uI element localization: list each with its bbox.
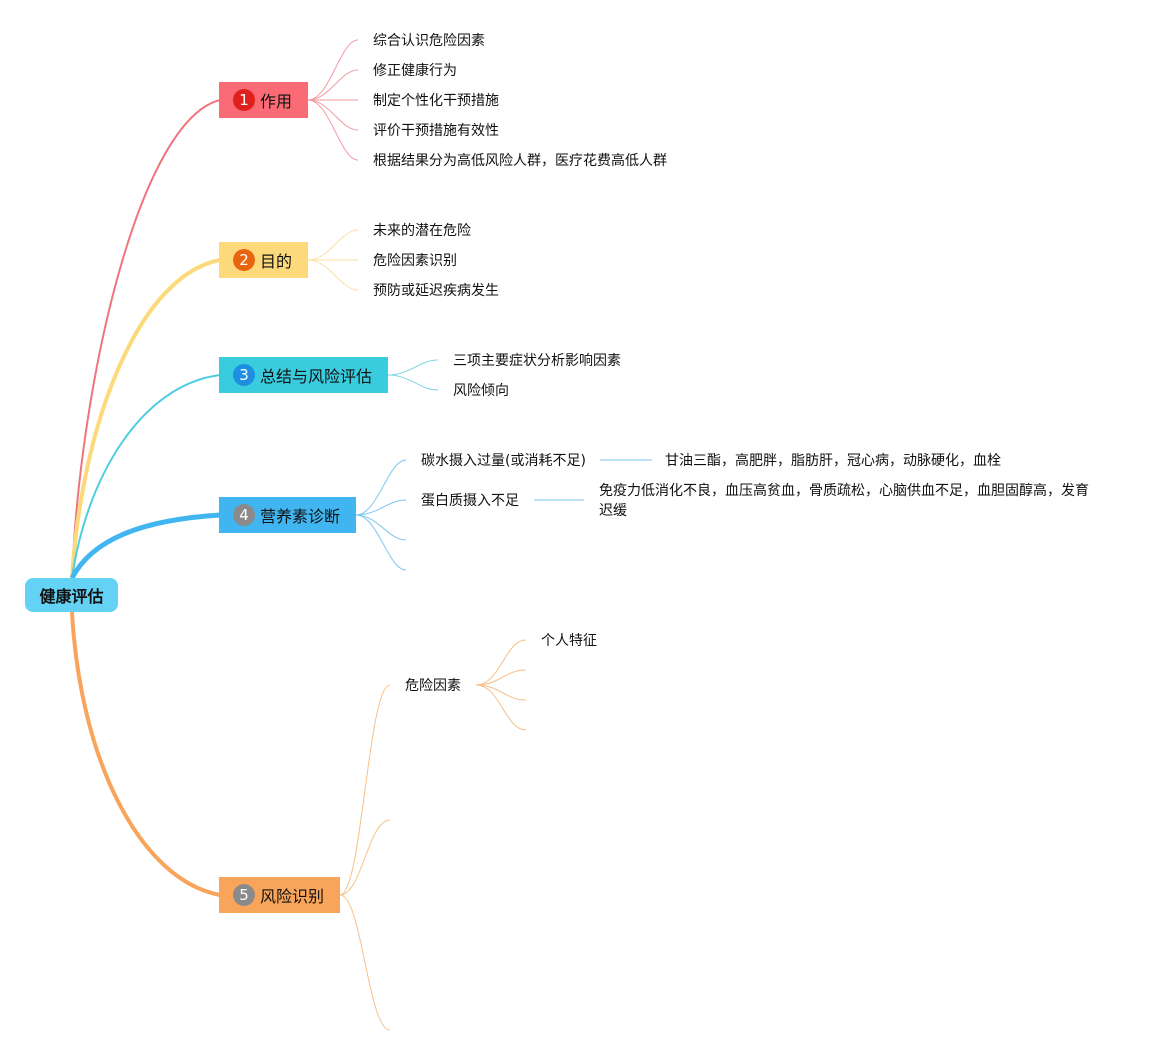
edge-root-to-branch-1 [71, 99, 221, 579]
branch-label-4: 营养素诊断 [260, 507, 341, 526]
number-badge-2: 2 [233, 249, 255, 271]
branch-4-leaf-lines [355, 459, 652, 571]
leaf-1-2[interactable]: 修正健康行为 [373, 63, 457, 79]
leaf-1-3[interactable]: 制定个性化干预措施 [373, 93, 499, 109]
branch-label-3: 总结与风险评估 [260, 367, 373, 386]
edge-root-to-branch-2 [70, 258, 221, 579]
root-node[interactable]: 健康评估 [25, 578, 118, 612]
leaf-5-1-1[interactable]: 个人特征 [541, 633, 597, 649]
branch-5-leaf-lines [339, 639, 527, 1031]
branch-node-2[interactable]: 2 目的 [219, 242, 308, 278]
edge-root-to-branch-3 [71, 374, 221, 579]
branch-label-2: 目的 [260, 252, 293, 271]
branch-node-5[interactable]: 5 风险识别 [219, 877, 340, 913]
leaf-2-2[interactable]: 危险因素识别 [373, 253, 457, 269]
branch-1-leaf-lines [307, 39, 359, 161]
leaf-1-1[interactable]: 综合认识危险因素 [373, 33, 485, 49]
number-badge-4: 4 [233, 504, 255, 526]
edge-root-to-branch-5 [70, 611, 221, 897]
number-badge-5: 5 [233, 884, 255, 906]
branch-node-3[interactable]: 3 总结与风险评估 [219, 357, 388, 393]
branch-2-leaf-lines [307, 229, 359, 291]
branch-3-leaf-lines [387, 359, 439, 391]
leaf-1-4[interactable]: 评价干预措施有效性 [373, 123, 499, 139]
leaf-4-2-detail[interactable]: 免疫力低消化不良，血压高贫血，骨质疏松，心脑供血不足，血胆固醇高，发育迟缓 [599, 483, 1089, 519]
number-badge-3: 3 [233, 364, 255, 386]
branch-node-1[interactable]: 1 作用 [219, 82, 308, 118]
leaf-4-1[interactable]: 碳水摄入过量(或消耗不足) [421, 453, 586, 469]
branch-node-4[interactable]: 4 营养素诊断 [219, 497, 356, 533]
leaf-5-1[interactable]: 危险因素 [405, 678, 461, 694]
leaf-2-3[interactable]: 预防或延迟疾病发生 [373, 283, 499, 299]
leaf-4-1-detail[interactable]: 甘油三酯，高肥胖，脂肪肝，冠心病，动脉硬化，血栓 [665, 453, 1001, 469]
edge-root-to-branch-4 [69, 512, 221, 580]
number-badge-1: 1 [233, 89, 255, 111]
leaf-4-2[interactable]: 蛋白质摄入不足 [421, 493, 519, 509]
leaf-1-5[interactable]: 根据结果分为高低风险人群，医疗花费高低人群 [373, 153, 667, 169]
branch-label-1: 作用 [260, 92, 293, 111]
leaf-3-2[interactable]: 风险倾向 [453, 383, 509, 399]
leaf-2-1[interactable]: 未来的潜在危险 [373, 223, 471, 239]
branch-label-5: 风险识别 [260, 887, 325, 906]
leaf-3-1[interactable]: 三项主要症状分析影响因素 [453, 353, 621, 369]
